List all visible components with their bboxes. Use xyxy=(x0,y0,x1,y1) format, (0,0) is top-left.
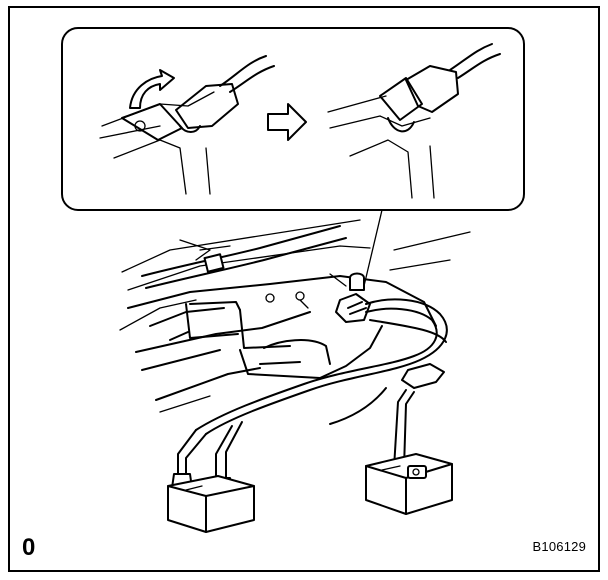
callout-leader-line xyxy=(363,209,383,287)
connector-after-view xyxy=(327,43,501,199)
terminal-post xyxy=(349,272,365,291)
connector-plug-after xyxy=(405,65,459,113)
battery-terminal-after xyxy=(379,77,423,121)
corner-label: 0 xyxy=(22,534,36,561)
tester-box-right xyxy=(365,453,453,515)
curved-arrow-icon xyxy=(129,69,175,109)
right-outline-arrow-icon xyxy=(267,103,307,141)
inline-connector xyxy=(401,363,445,389)
battery-terminal-connector xyxy=(335,293,371,323)
engine-bay-view xyxy=(119,219,471,533)
tester-box-left xyxy=(167,475,255,533)
connector-before-view xyxy=(99,55,275,195)
diagram-frame: 0 B106129 xyxy=(8,6,600,572)
connector-plug-before xyxy=(175,83,239,129)
diagram-artwork xyxy=(61,27,525,533)
detail-callout xyxy=(61,27,525,287)
figure-id: B106129 xyxy=(532,539,586,554)
